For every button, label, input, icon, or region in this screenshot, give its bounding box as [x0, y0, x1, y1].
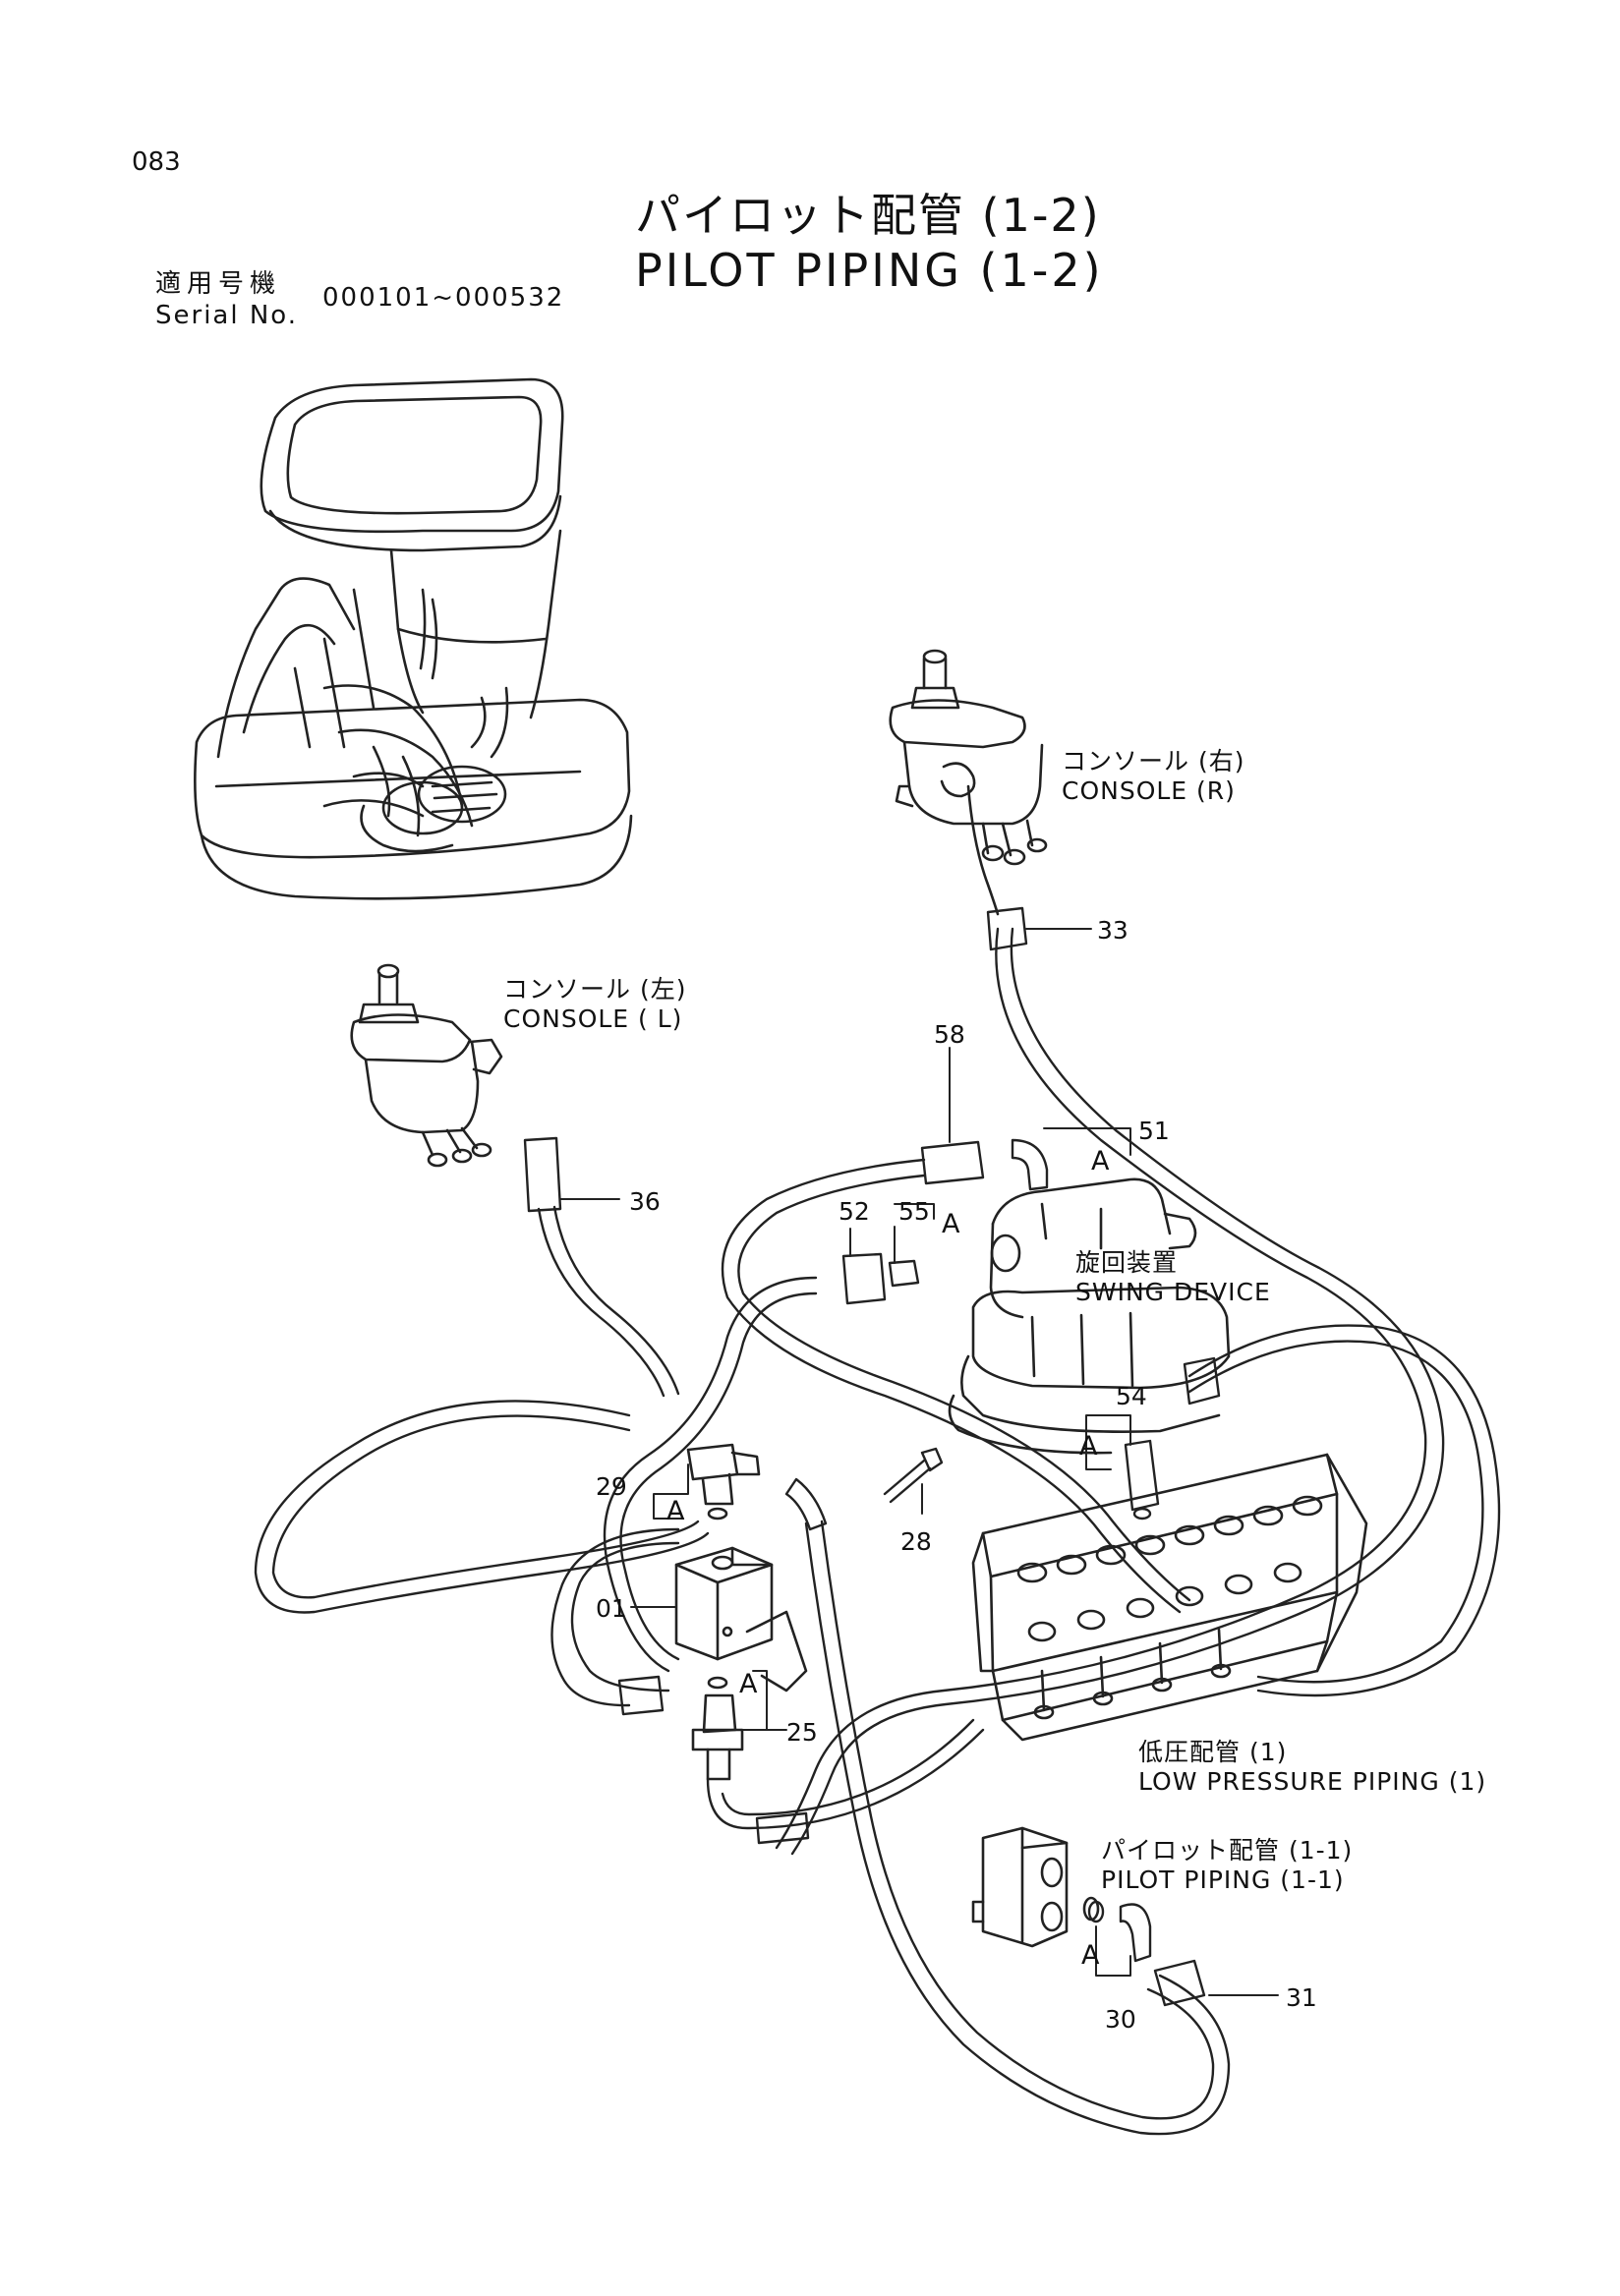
- swing-device-label-en: SWING DEVICE: [1075, 1277, 1271, 1306]
- part-number: 55: [898, 1197, 930, 1226]
- detail-mark: A: [942, 1209, 960, 1239]
- console-right-valve: [889, 649, 1048, 916]
- low-pressure-piping-label: 低圧配管 (1) LOW PRESSURE PIPING (1): [1138, 1738, 1486, 1796]
- part-number: 29: [596, 1472, 627, 1501]
- part-number: 58: [934, 1020, 965, 1049]
- fitting-25: [691, 1676, 744, 1781]
- part-number: 25: [786, 1718, 818, 1747]
- part-number: 30: [1105, 2005, 1136, 2034]
- detail-mark: A: [666, 1496, 685, 1526]
- junction-block-01: [674, 1546, 808, 1693]
- part-number: 36: [629, 1187, 661, 1216]
- detail-mark: A: [1079, 1431, 1098, 1462]
- pilot-hoses: [254, 906, 1501, 2136]
- detail-mark: A: [739, 1669, 758, 1699]
- swing-device: [948, 1177, 1231, 1455]
- console-right-label-jp: コンソール (右): [1062, 747, 1245, 775]
- detail-mark: A: [1081, 1940, 1100, 1971]
- console-left-label-jp: コンソール (左): [503, 975, 687, 1004]
- pilot-piping-11-label-jp: パイロット配管 (1-1): [1101, 1836, 1354, 1865]
- serial-label-english: Serial No.: [155, 301, 298, 330]
- part-number: 31: [1286, 1983, 1317, 2012]
- cab-overview-sketch: [194, 377, 633, 900]
- pilot-piping-block: [971, 1826, 1100, 1948]
- serial-label-japanese: 適用号機: [155, 269, 282, 299]
- page-title-english: PILOT PIPING (1-2): [635, 244, 1104, 297]
- control-valve-block: [971, 1453, 1368, 1742]
- page-number: 083: [132, 147, 181, 177]
- low-pressure-piping-label-jp: 低圧配管 (1): [1138, 1738, 1288, 1766]
- console-left-label: コンソール (左) CONSOLE ( L): [503, 975, 686, 1033]
- page-title-japanese: パイロット配管 (1-2): [635, 189, 1101, 242]
- console-right-label-en: CONSOLE (R): [1062, 775, 1236, 805]
- detail-mark: A: [1091, 1146, 1110, 1177]
- console-right-label: コンソール (右) CONSOLE (R): [1062, 747, 1244, 805]
- console-left-label-en: CONSOLE ( L): [503, 1004, 683, 1033]
- serial-number-range: 000101~000532: [322, 283, 565, 313]
- part-number: 52: [839, 1197, 870, 1226]
- pilot-piping-11-label-en: PILOT PIPING (1-1): [1101, 1865, 1345, 1894]
- part-number: 54: [1116, 1382, 1147, 1410]
- part-number: 33: [1097, 916, 1128, 945]
- console-left-valve: [350, 963, 503, 1168]
- low-pressure-piping-label-en: LOW PRESSURE PIPING (1): [1138, 1766, 1487, 1796]
- part-number: 01: [596, 1594, 627, 1623]
- leader-lines: [559, 928, 1279, 1996]
- pilot-piping-11-label: パイロット配管 (1-1) PILOT PIPING (1-1): [1101, 1836, 1353, 1894]
- swing-device-label: 旋回装置 SWING DEVICE: [1075, 1248, 1271, 1306]
- part-number: 51: [1138, 1117, 1170, 1145]
- fitting-29: [686, 1443, 761, 1521]
- part-number: 28: [900, 1527, 932, 1556]
- swing-device-label-jp: 旋回装置: [1075, 1248, 1179, 1277]
